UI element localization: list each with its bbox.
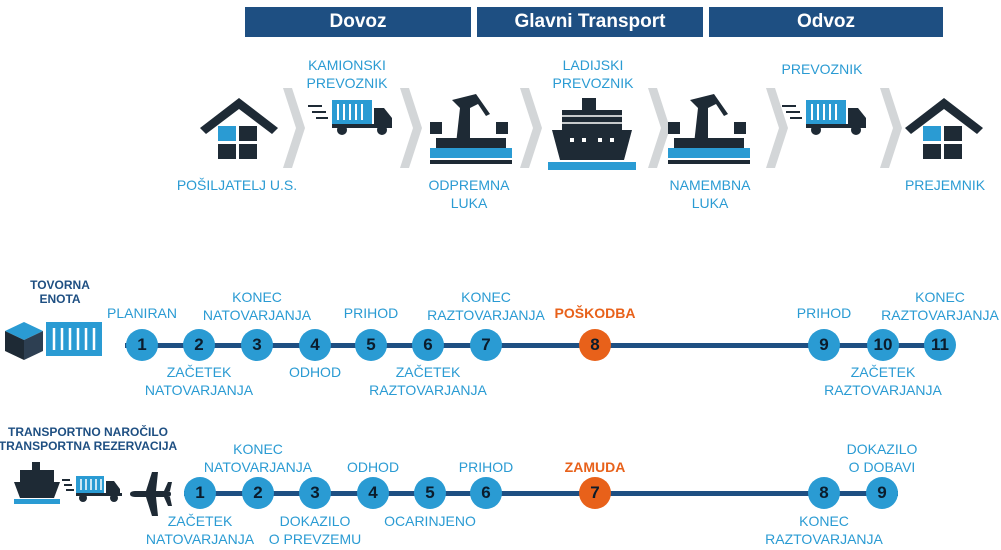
row2-step-4-label: ODHOD [346,459,400,475]
row2-step-9: 9 [866,477,898,509]
row1-step-1: 1 [126,329,158,361]
row1-step-11-label: KONEC RAZTOVARJANJA [881,289,999,323]
warehouse-icon [200,98,278,159]
row2-step-8: 8 [808,477,840,509]
row1-step-10-label: ZAČETEK RAZTOVARJANJA [824,364,942,398]
phase-main-transport: Glavni Transport [477,7,703,37]
phase-import: Dovoz [245,7,471,37]
row1-step-5: 5 [355,329,387,361]
consignee-label: PREJEMNIK [904,177,986,193]
truck-icon [308,100,392,135]
shipper-label: POŠILJATELJ U.S. [176,177,298,193]
row2-step-9-label: DOKAZILO O DOBAVI [846,441,918,475]
row1-step-2: 2 [183,329,215,361]
row2-step-2-label: KONEC NATOVARJANJA [203,441,313,475]
row2-step-3-label: DOKAZILO O PREVZEMU [268,513,362,547]
container-icon [46,322,102,356]
row1-step-4: 4 [299,329,331,361]
row1-step-10: 10 [867,329,899,361]
row1-title: TOVORNA ENOTA [30,278,90,306]
origin-port-label: ODPREMNA LUKA [428,177,510,211]
ship-icon [14,462,60,504]
row2-step-7: 7 [579,477,611,509]
truck-icon [62,476,122,502]
row2-timeline [184,491,898,496]
chevron-icon [648,88,670,168]
row1-step-2-label: ZAČETEK NATOVARJANJA [144,364,254,398]
container-ship-icon [548,98,636,170]
row1-step-9-label: PRIHOD [796,305,852,321]
row2-step-2: 2 [242,477,274,509]
row2-step-3: 3 [299,477,331,509]
port-crane-icon [430,94,512,164]
row2-step-1-label: ZAČETEK NATOVARJANJA [145,513,255,547]
phase-export: Odvoz [709,7,943,37]
row2-step-1: 1 [184,477,216,509]
row2-step-4: 4 [357,477,389,509]
row1-step-6: 6 [412,329,444,361]
row2-step-8-label: KONEC RAZTOVARJANJA [765,513,883,547]
row2-step-7-label: ZAMUDA [564,459,626,475]
row1-step-5-label: PRIHOD [343,305,399,321]
row2-step-6-label: PRIHOD [458,459,514,475]
row1-step-8-label: POŠKODBA [554,305,636,321]
cargo-cube-icon [5,322,43,360]
warehouse-icon [905,98,983,159]
row1-step-4-label: ODHOD [288,364,342,380]
dest-port-label: NAMEMBNA LUKA [669,177,751,211]
row1-step-8: 8 [579,329,611,361]
carrier-label: PREVOZNIK [781,61,863,77]
row1-step-3: 3 [241,329,273,361]
chevron-icon [880,88,902,168]
chevron-icon [520,88,542,168]
row1-step-6-label: ZAČETEK RAZTOVARJANJA [369,364,487,398]
chevron-icon [400,88,422,168]
row1-step-11: 11 [924,329,956,361]
row2-step-5-label: OCARINJENO [384,513,476,529]
row1-step-7: 7 [470,329,502,361]
ocean-carrier-label: LADIJSKI PREVOZNIK [552,57,634,91]
row2-step-5: 5 [414,477,446,509]
chevron-icon [766,88,788,168]
row2-title: TRANSPORTNO NAROČILO TRANSPORTNA REZERVA… [0,425,178,453]
row1-step-7-label: KONEC RAZTOVARJANJA [427,289,545,323]
truck-carrier-label: KAMIONSKI PREVOZNIK [306,57,388,91]
row1-step-9: 9 [808,329,840,361]
row2-step-6: 6 [470,477,502,509]
row1-step-3-label: KONEC NATOVARJANJA [202,289,312,323]
port-crane-icon [668,94,750,164]
airplane-icon [130,472,172,516]
row1-step-1-label: PLANIRAN [106,305,178,321]
chevron-icon [283,88,305,168]
row1-timeline [125,343,951,348]
truck-icon [782,100,866,135]
